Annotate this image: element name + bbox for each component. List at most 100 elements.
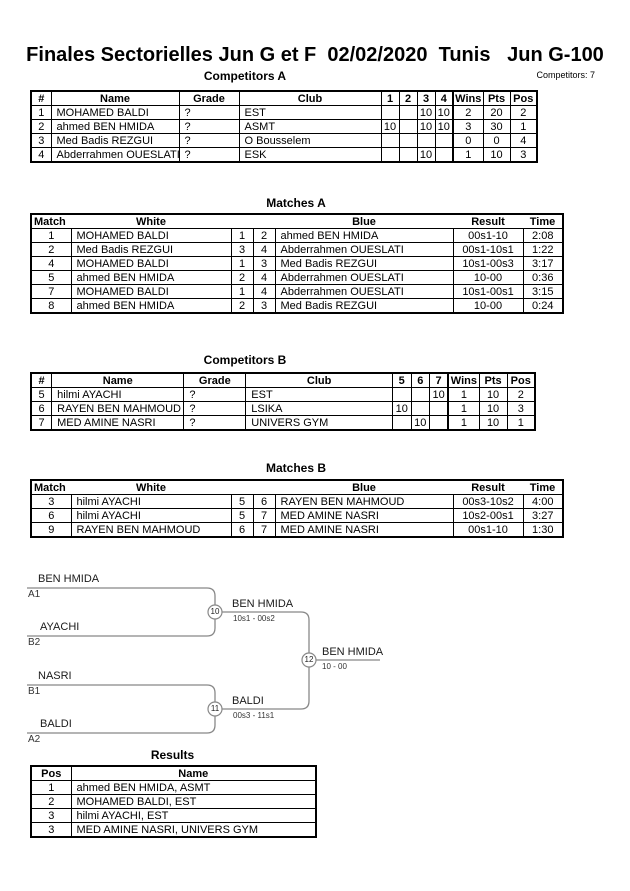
cell-result: 10s1-00s1: [452, 284, 524, 299]
bracket-player-name: BEN HMIDA: [38, 573, 100, 585]
table-row: 9 RAYEN BEN MAHMOUD 6 7 MED AMINE NASRI …: [30, 522, 564, 538]
table-row: 6 hilmi AYACHI 5 7 MED AMINE NASRI 10s2-…: [30, 508, 564, 523]
col-header: [231, 214, 253, 229]
cell-white-name: Med Badis REZGUI: [70, 242, 232, 257]
col-header: Pos: [506, 372, 536, 388]
table-row: 4 MOHAMED BALDI 1 3 Med Badis REZGUI 10s…: [30, 256, 564, 271]
cell-grade: ?: [183, 401, 247, 416]
cell-name: MED AMINE NASRI: [51, 415, 185, 431]
cell-wins: 3: [452, 119, 484, 134]
cell-match-number: 6: [30, 508, 72, 523]
cell-wins: 1: [447, 387, 480, 402]
cell-round-2: [398, 147, 418, 163]
cell-pts: 0: [482, 133, 511, 148]
col-header: #: [30, 372, 53, 388]
cell-name: hilmi AYACHI: [51, 387, 185, 402]
cell-time: 4:00: [522, 494, 564, 509]
cell-wins: 1: [447, 401, 480, 416]
bracket-score: 10s1 - 00s2: [233, 614, 275, 623]
cell-name: MOHAMED BALDI: [50, 105, 180, 120]
cell-white-seed: 1: [230, 228, 254, 243]
cell-round-6: 10: [410, 415, 431, 431]
cell-grade: ?: [178, 119, 240, 134]
cell-grade: ?: [178, 133, 240, 148]
cell-match-number: 9: [30, 522, 72, 538]
cell-round-1: [380, 105, 400, 120]
table-row: 3 hilmi AYACHI 5 6 RAYEN BEN MAHMOUD 00s…: [30, 494, 564, 509]
cell-blue-seed: 4: [252, 242, 276, 257]
table-row: 6 RAYEN BEN MAHMOUD ? LSIKA 10 1 10 3: [30, 401, 536, 416]
match-node-circle-11: [207, 701, 223, 717]
cell-match-number: 7: [30, 284, 72, 299]
section-title-matches-a: Matches A: [266, 196, 326, 210]
cell-match-number: 2: [30, 242, 72, 257]
cell-blue-seed: 6: [252, 494, 276, 509]
col-header: Pos: [30, 765, 72, 781]
bracket-seed-label: B2: [28, 637, 41, 648]
cell-blue-seed: 7: [252, 522, 276, 538]
cell-result: 10s1-00s3: [452, 256, 524, 271]
cell-time: 3:27: [522, 508, 564, 523]
page-title: Finales Sectorielles Jun G et F 02/02/20…: [26, 44, 604, 66]
cell-pts: 20: [482, 105, 511, 120]
col-header: Grade: [178, 90, 240, 106]
table-row: 7 MED AMINE NASRI ? UNIVERS GYM 10 1 10 …: [30, 415, 536, 431]
matches-b-header-row: Match White Blue Result Time: [31, 480, 563, 495]
cell-round-3: 10: [416, 119, 436, 134]
cell-pos: 1: [509, 119, 538, 134]
col-header: Club: [245, 372, 393, 388]
cell-result: 00s3-10s2: [452, 494, 524, 509]
table-row: 5 hilmi AYACHI ? EST 10 1 10 2: [30, 387, 536, 402]
cell-round-3: [416, 133, 436, 148]
col-header: Name: [50, 90, 180, 106]
cell-number: 3: [30, 133, 52, 148]
cell-result: 10-00: [452, 298, 524, 314]
col-header: 1: [380, 90, 400, 106]
cell-white-name: hilmi AYACHI: [70, 494, 232, 509]
cell-white-name: hilmi AYACHI: [70, 508, 232, 523]
matches-a-table: Match White Blue Result Time 1 MOHAMED B…: [30, 213, 564, 314]
section-title-competitors-a: Competitors A: [203, 69, 287, 83]
col-header: Blue: [275, 214, 453, 229]
col-header: 3: [416, 90, 436, 106]
cell-round-7: 10: [429, 387, 449, 402]
competitors-a-table: # Name Grade Club 1 2 3 4 Wins Pts Pos 1…: [30, 90, 538, 163]
cell-time: 3:17: [522, 256, 564, 271]
col-header: Wins: [452, 90, 484, 106]
cell-match-number: 4: [30, 256, 72, 271]
match-node-number: 11: [210, 704, 220, 713]
competitors-b-table: # Name Grade Club 5 6 7 Wins Pts Pos 5 h…: [30, 372, 536, 431]
cell-round-1: [380, 147, 400, 163]
cell-name: RAYEN BEN MAHMOUD: [51, 401, 185, 416]
col-header: [253, 214, 275, 229]
cell-pos: 4: [509, 133, 538, 148]
bracket-player-name: NASRI: [38, 670, 72, 682]
cell-blue-name: Abderrahmen OUESLATI: [274, 270, 454, 285]
cell-blue-name: Med Badis REZGUI: [274, 298, 454, 314]
cell-blue-seed: 3: [252, 298, 276, 314]
bracket-seed-label: A1: [28, 589, 41, 600]
cell-name: MED AMINE NASRI, UNIVERS GYM: [70, 822, 317, 838]
cell-pos: 2: [506, 387, 536, 402]
col-header: 6: [410, 372, 431, 388]
section-title-matches-b: Matches B: [265, 461, 327, 475]
cell-pos: 3: [506, 401, 536, 416]
cell-club: EST: [238, 105, 382, 120]
bracket-score: 10 - 00: [322, 662, 347, 671]
cell-pos: 3: [30, 822, 72, 838]
table-row: 4 Abderrahmen OUESLATI ? ESK 10 1 10 3: [30, 147, 538, 163]
cell-white-seed: 1: [230, 256, 254, 271]
bracket-player-name: BALDI: [40, 718, 72, 730]
cell-pos: 1: [506, 415, 536, 431]
cell-blue-seed: 3: [252, 256, 276, 271]
cell-blue-name: Med Badis REZGUI: [274, 256, 454, 271]
cell-result: 10-00: [452, 270, 524, 285]
cell-pts: 10: [482, 147, 511, 163]
col-header: Blue: [275, 480, 453, 495]
matches-b-table: Match White Blue Result Time 3 hilmi AYA…: [30, 479, 564, 538]
cell-round-3: 10: [416, 147, 436, 163]
bracket-lines: [27, 587, 380, 734]
col-header: Match: [31, 480, 71, 495]
cell-pts: 30: [482, 119, 511, 134]
cell-round-5: 10: [391, 401, 412, 416]
